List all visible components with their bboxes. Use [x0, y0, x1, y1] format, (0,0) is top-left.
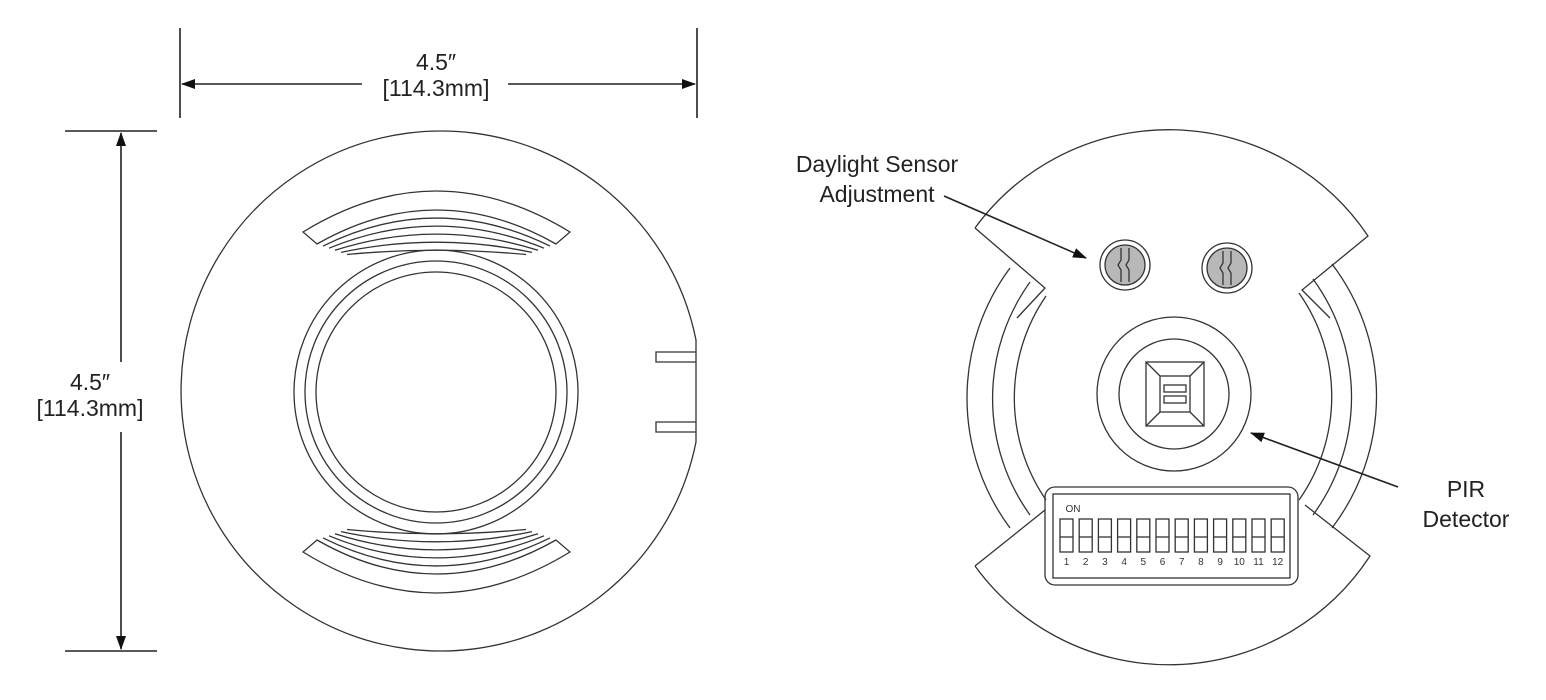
dip-switch-8[interactable]: 8 [1193, 518, 1209, 568]
dip-number: 11 [1253, 557, 1264, 568]
pir-detector [1096, 316, 1252, 472]
dip-number: 3 [1102, 557, 1108, 568]
dip-number: 4 [1121, 557, 1127, 568]
dip-number: 5 [1141, 557, 1147, 568]
daylight-adjust-pot-1 [1099, 239, 1151, 291]
dip-switch-4[interactable]: 4 [1116, 518, 1132, 568]
dip-number: 10 [1234, 557, 1246, 568]
daylight-sensor-callout: Daylight Sensor Adjustment [796, 151, 1087, 259]
dip-switch-7[interactable]: 7 [1174, 518, 1189, 568]
dip-switch-6[interactable]: 6 [1155, 518, 1170, 568]
height-mm: [114.3mm] [37, 395, 144, 421]
dip-switch-2[interactable]: 2 [1078, 518, 1093, 568]
dip-switch-3[interactable]: 3 [1097, 518, 1113, 568]
bottom-vent-grille [301, 528, 572, 594]
sensor-cover-view [180, 130, 697, 652]
top-vent-grille [301, 190, 572, 256]
width-dimension: 4.5″ [114.3mm] [179, 28, 698, 118]
dip-number: 9 [1217, 557, 1223, 568]
dip-switch-10[interactable]: 10 [1232, 518, 1247, 568]
dip-number: 1 [1064, 557, 1070, 568]
dip-on-label: ON [1066, 504, 1081, 515]
pir-label-line2: Detector [1423, 506, 1510, 532]
height-dimension: 4.5″ [114.3mm] [37, 130, 157, 652]
dip-number: 12 [1272, 557, 1284, 568]
width-mm: [114.3mm] [383, 75, 490, 101]
dip-switch-1[interactable]: 1 [1059, 518, 1074, 568]
dip-switch-9[interactable]: 9 [1212, 518, 1228, 568]
height-inches: 4.5″ [70, 369, 110, 395]
pir-detector-callout: PIR Detector [1250, 432, 1510, 532]
dip-switch-5[interactable]: 5 [1136, 518, 1151, 568]
dip-switch-12[interactable]: 12 [1270, 518, 1285, 568]
dip-switch-11[interactable]: 11 [1251, 518, 1266, 568]
pir-label-line1: PIR [1447, 476, 1485, 502]
dip-number: 6 [1160, 557, 1166, 568]
daylight-label-line2: Adjustment [819, 181, 935, 207]
dip-number: 7 [1179, 557, 1185, 568]
dip-number: 8 [1198, 557, 1204, 568]
width-inches: 4.5″ [416, 49, 456, 75]
daylight-adjust-pot-2 [1201, 242, 1253, 294]
daylight-label-line1: Daylight Sensor [796, 151, 959, 177]
dip-number: 2 [1083, 557, 1089, 568]
